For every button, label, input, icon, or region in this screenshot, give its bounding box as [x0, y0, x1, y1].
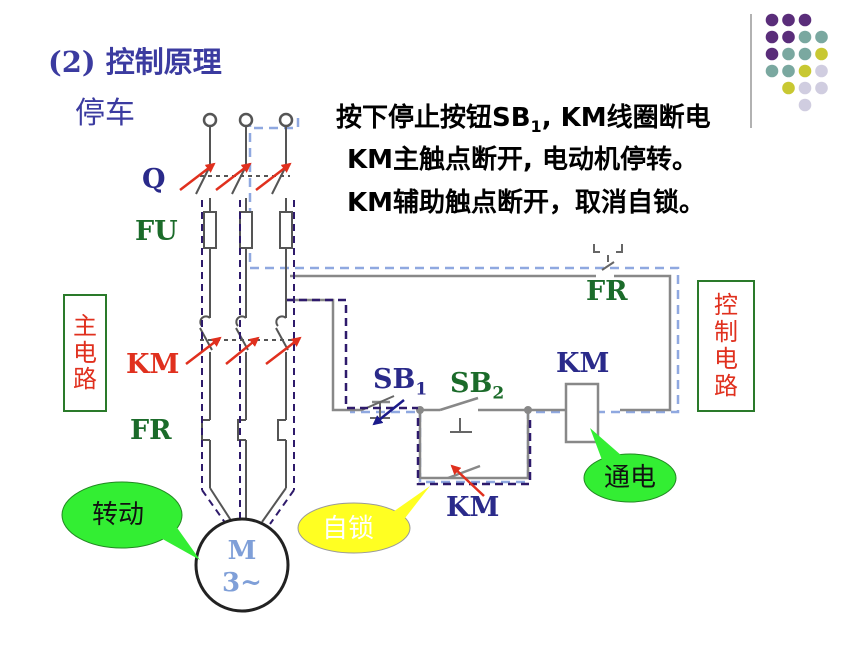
decor-dot — [782, 30, 795, 44]
decor-dot — [798, 81, 812, 95]
main-circuit-box: 主 电 路 — [63, 294, 107, 412]
main-box-char-1: 主 — [73, 311, 97, 340]
energized-bubble — [583, 453, 677, 503]
section-subtitle: 停车 — [75, 96, 135, 131]
decor-dot — [798, 13, 812, 27]
motor-label-phase: 3~ — [222, 568, 262, 598]
decor-dot — [815, 64, 828, 78]
fr-control-contact — [593, 244, 623, 271]
main-box-char-2: 电 — [73, 338, 97, 367]
label-km-aux: KM — [446, 492, 500, 523]
ctrl-box-char-2: 制 — [714, 318, 738, 347]
label-sb2: SB2 — [450, 370, 504, 402]
label-q: Q — [142, 164, 166, 195]
title-prefix: (2) — [48, 45, 106, 79]
ctrl-box-char-1: 控 — [714, 291, 738, 320]
decor-dot — [798, 47, 812, 61]
decor-dot — [815, 81, 828, 95]
decor-dot — [765, 30, 779, 44]
label-fr-control: FR — [586, 276, 628, 307]
decor-dot — [765, 64, 779, 78]
decor-dot — [782, 64, 795, 78]
callout-energized: 通电 — [604, 463, 657, 493]
motor-label-m: M — [227, 536, 257, 566]
decor-dot — [798, 64, 812, 78]
main-box-char-3: 路 — [73, 365, 97, 394]
ctrl-box-char-4: 路 — [714, 371, 738, 400]
page-title: (2) 控制原理 — [48, 48, 222, 77]
label-sb2-sub: 2 — [492, 383, 505, 404]
label-km-coil: KM — [556, 348, 610, 379]
label-km-main: KM — [126, 349, 180, 380]
desc-line1-a: 按下停止按钮SB — [336, 103, 531, 133]
description-line-2: KM主触点断开, 电动机停转。 — [347, 145, 698, 175]
decor-dot — [782, 13, 795, 27]
decor-dot — [765, 47, 779, 61]
label-sb1-text: SB — [373, 364, 416, 395]
sb2-symbol — [450, 418, 472, 433]
title-text: 控制原理 — [105, 45, 222, 79]
desc-line1-sub: 1 — [530, 117, 542, 137]
callout-self-lock: 自锁 — [322, 514, 375, 544]
self-lock-bubble — [297, 502, 411, 554]
motor-circle — [194, 517, 290, 613]
label-fu: FU — [135, 216, 178, 247]
decor-dot — [765, 13, 779, 27]
decor-dot — [798, 30, 812, 44]
decor-dot — [782, 81, 795, 95]
ctrl-box-char-3: 电 — [714, 345, 738, 373]
decor-dot — [798, 98, 812, 112]
decor-dot — [815, 30, 828, 44]
decor-dot — [815, 47, 828, 61]
description-line-1: 按下停止按钮SB1, KM线圈断电 — [336, 105, 711, 135]
decor-dot — [782, 47, 795, 61]
main-phase-lines — [195, 112, 296, 523]
label-sb2-text: SB — [450, 368, 493, 399]
label-sb1-sub: 1 — [415, 379, 428, 400]
callout-rotating: 转动 — [92, 500, 145, 530]
control-circuit-box: 控 制 电 路 — [697, 280, 755, 412]
desc-line1-b: , KM线圈断电 — [541, 103, 711, 133]
label-fr-main: FR — [130, 415, 172, 446]
description-line-3: KM辅助触点断开，取消自锁。 — [347, 188, 706, 218]
label-sb1: SB1 — [373, 366, 427, 398]
